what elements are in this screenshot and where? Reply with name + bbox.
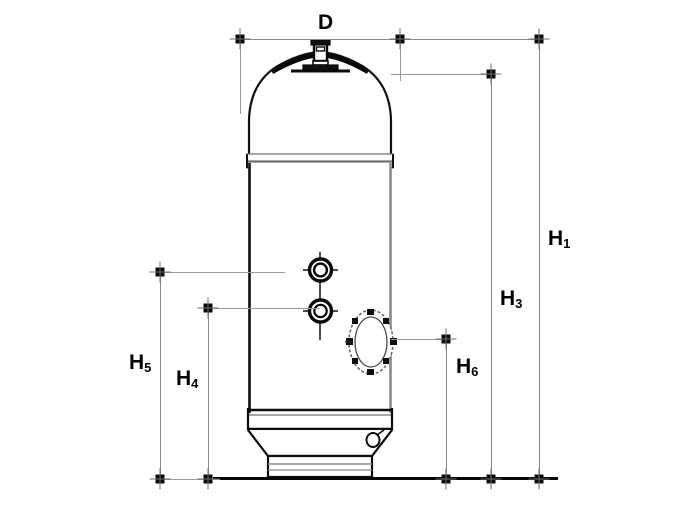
dimension-label-h5: H5 (129, 351, 152, 375)
h3-dimension-line (491, 74, 492, 479)
h3-label-sub: 3 (515, 296, 523, 311)
h5-marker-top (149, 261, 171, 283)
dimension-label-h4: H4 (176, 367, 199, 391)
h1-label-sub: 1 (563, 236, 571, 251)
ground-line (213, 477, 558, 480)
h1-dimension-line (539, 39, 540, 479)
h6-marker-top (435, 328, 457, 350)
h6-label-sub: 6 (471, 364, 479, 379)
h6-dimension-line (446, 339, 447, 479)
h4-label-text: H (176, 367, 192, 390)
lower-band (246, 408, 394, 431)
h6-ext-top (391, 339, 446, 340)
h1-label-text: H (548, 227, 564, 250)
h5-label-text: H (129, 351, 145, 374)
base-ring (266, 454, 374, 479)
drain-plug (365, 429, 385, 448)
h3-ext-top (391, 74, 491, 75)
oval-manway (345, 309, 397, 375)
d-ext-left (240, 39, 241, 114)
lower-port (303, 296, 338, 340)
h4-ext-top (208, 308, 320, 309)
h4-dimension-line (208, 308, 209, 479)
upper-port (303, 252, 338, 296)
h5-dimension-line (160, 272, 161, 479)
h5-label-sub: 5 (144, 360, 152, 375)
d-ext-right (400, 39, 401, 81)
h4-marker-top (197, 297, 219, 319)
h6-marker-bottom (435, 468, 457, 490)
h5-ext-top (160, 272, 285, 273)
h3-label-text: H (500, 287, 516, 310)
h3-marker-bottom (480, 468, 502, 490)
h4-marker-bottom (197, 468, 219, 490)
h4-label-sub: 4 (191, 376, 199, 391)
d-dimension-line (240, 39, 540, 40)
h1-marker-top (528, 28, 550, 50)
d-label-text: D (318, 11, 334, 34)
dimension-label-d: D (318, 12, 333, 33)
h3-marker-top (480, 63, 502, 85)
d-marker-right (389, 28, 411, 50)
h6-label-text: H (456, 355, 472, 378)
dimension-label-h3: H3 (500, 287, 523, 311)
h1-marker-bottom (528, 468, 550, 490)
dimension-label-h1: H1 (548, 227, 571, 251)
d-marker-left (229, 28, 251, 50)
h5-marker-bottom (149, 468, 171, 490)
top-vent-valve (291, 39, 350, 73)
h5-ext-bottom (160, 479, 220, 480)
dimension-label-h6: H6 (456, 355, 479, 379)
